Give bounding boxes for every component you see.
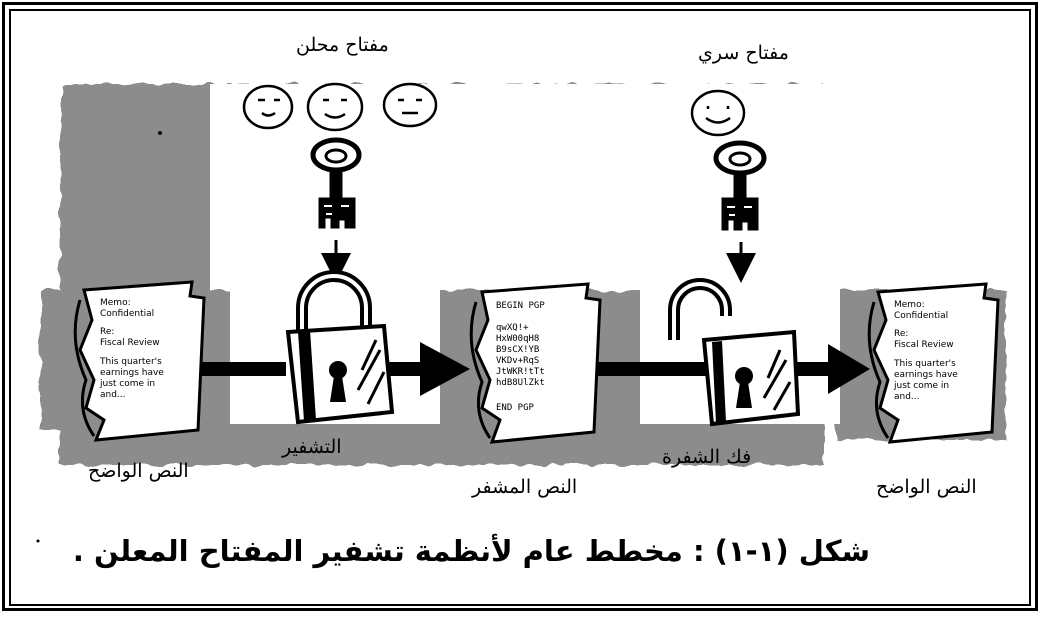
arrow-head — [828, 344, 870, 394]
arrow-head — [420, 342, 470, 396]
svg-text:Fiscal Review: Fiscal Review — [894, 340, 954, 350]
svg-text:and...: and... — [100, 390, 126, 400]
arrow-shaft — [598, 362, 714, 376]
inner-border — [9, 9, 1031, 606]
svg-text:Memo:: Memo: — [894, 300, 925, 310]
lock-open-icon — [668, 278, 801, 427]
svg-text:Fiscal Review: Fiscal Review — [100, 338, 160, 348]
svg-text:Memo:: Memo: — [100, 298, 131, 308]
face-icon — [382, 82, 438, 128]
svg-text:earnings have: earnings have — [894, 370, 958, 380]
svg-text:just come in: just come in — [99, 379, 155, 389]
plaintext-label-right: النص الواضح — [876, 476, 977, 498]
public-key-label: مفتاح محلن — [296, 34, 389, 56]
svg-text:and...: and... — [894, 392, 920, 402]
svg-text:Re:: Re: — [100, 327, 114, 337]
secret-key-label: مفتاح سري — [698, 42, 789, 64]
svg-text:just come in: just come in — [893, 381, 949, 391]
svg-text:JtWKR!tTt: JtWKR!tTt — [496, 367, 545, 377]
face-icon-secret — [690, 89, 746, 137]
outer-border — [2, 2, 1038, 611]
face-icons-public — [242, 82, 438, 132]
flow-arrows — [200, 342, 870, 396]
svg-text:HxW00qH8: HxW00qH8 — [496, 334, 539, 344]
svg-text:earnings have: earnings have — [100, 368, 164, 378]
svg-text:qwXQ!+: qwXQ!+ — [496, 323, 529, 333]
face-icon — [306, 82, 364, 132]
document-plaintext-right: Memo:Confidential Re:Fiscal Review This … — [867, 282, 1000, 444]
svg-text:Re:: Re: — [894, 329, 908, 339]
svg-text:hdB8UlZkt: hdB8UlZkt — [496, 378, 545, 388]
svg-text:Confidential: Confidential — [894, 311, 948, 321]
svg-text:Confidential: Confidential — [100, 309, 154, 319]
key-icon-public — [310, 137, 362, 229]
lock-closed-icon — [285, 270, 395, 425]
svg-text:VKDv+RqS: VKDv+RqS — [496, 356, 539, 366]
figure-caption: شكل (١-١) : مخطط عام لأنظمة تشفير المفتا… — [72, 534, 870, 568]
key-icon-secret — [713, 140, 767, 231]
face-icon — [242, 84, 294, 130]
ciphertext-label: النص المشفر — [472, 476, 578, 498]
svg-text:B9sCX!YB: B9sCX!YB — [496, 345, 539, 355]
svg-text:This quarter's: This quarter's — [893, 359, 956, 369]
decryption-label: فك الشفرة — [662, 446, 752, 468]
document-plaintext-left: Memo:Confidential Re:Fiscal Review This … — [73, 280, 206, 442]
encryption-label: التشفير — [282, 436, 342, 458]
plaintext-label-left: النص الواضح — [88, 460, 189, 482]
svg-text:END PGP: END PGP — [496, 403, 535, 413]
arrow-shaft — [200, 362, 286, 376]
svg-text:BEGIN PGP: BEGIN PGP — [496, 301, 545, 311]
svg-text:This quarter's: This quarter's — [99, 357, 162, 367]
